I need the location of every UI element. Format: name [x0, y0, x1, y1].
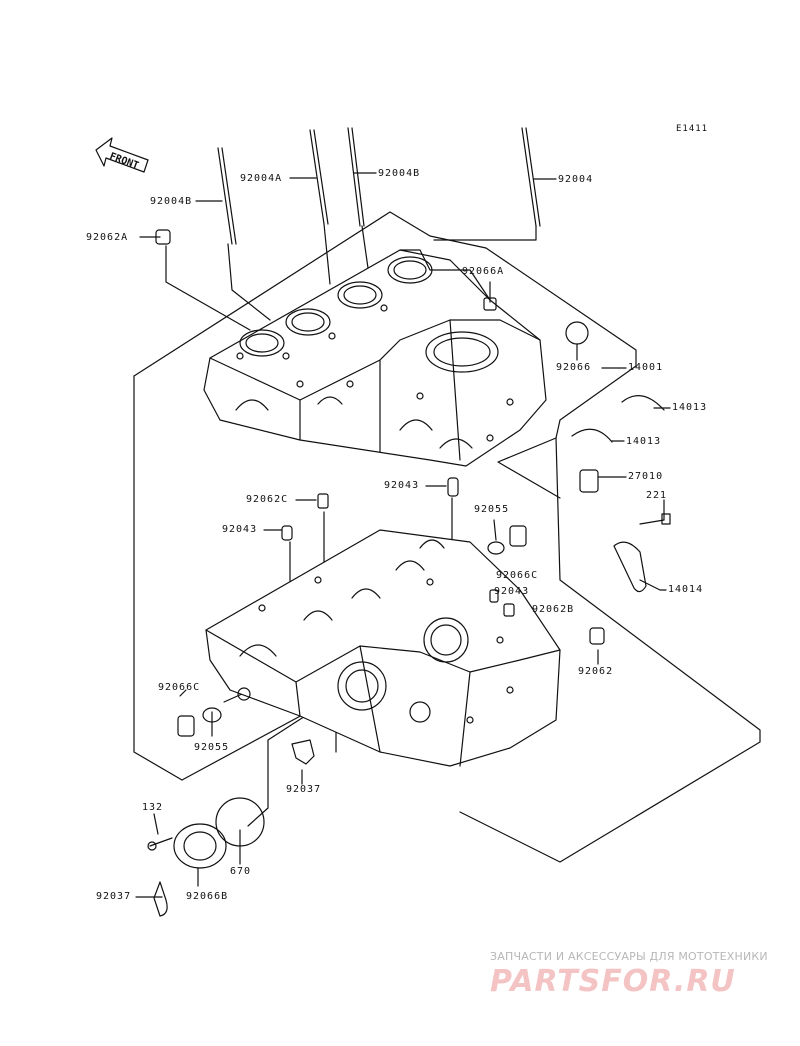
- label-92004: 92004: [558, 174, 594, 185]
- label-221: 221: [646, 490, 668, 501]
- label-92066: 92066: [556, 362, 592, 373]
- watermark-subtitle: ЗАПЧАСТИ И АКСЕССУАРЫ ДЛЯ МОТОТЕХНИКИ: [490, 950, 768, 963]
- label-132: 132: [142, 802, 164, 813]
- label-92066c-a: 92066C: [496, 570, 539, 581]
- watermark-logo: PARTSFOR.RU: [490, 964, 736, 999]
- upper-crankcase: [203, 249, 547, 467]
- label-92062b: 92062B: [532, 604, 575, 615]
- label-14001: 14001: [628, 362, 664, 373]
- label-14013-a: 14013: [672, 402, 708, 413]
- label-14013-b: 14013: [626, 436, 662, 447]
- label-92043-b: 92043: [222, 524, 258, 535]
- label-92037-b: 92037: [96, 891, 132, 902]
- label-27010: 27010: [628, 471, 664, 482]
- label-92066b: 92066B: [186, 891, 229, 902]
- label-92004b-left: 92004B: [150, 196, 193, 207]
- label-92066a: 92066A: [462, 266, 505, 277]
- label-92062c: 92062C: [246, 494, 289, 505]
- leader-lines: [135, 172, 671, 898]
- label-92055-a: 92055: [474, 504, 510, 515]
- upper-assembly-boundary: [133, 211, 761, 863]
- label-92004a: 92004A: [240, 173, 283, 184]
- stud-bolts: [217, 127, 541, 245]
- label-92055-b: 92055: [194, 742, 230, 753]
- label-92062: 92062: [578, 666, 614, 677]
- label-670: 670: [230, 866, 252, 877]
- small-parts: [147, 229, 671, 917]
- label-92066c-b: 92066C: [158, 682, 201, 693]
- label-92043-a: 92043: [384, 480, 420, 491]
- label-92004b-right: 92004B: [378, 168, 421, 179]
- label-14014: 14014: [668, 584, 704, 595]
- label-92037-a: 92037: [286, 784, 322, 795]
- front-arrow-icon: FRONT: [95, 137, 149, 173]
- label-92062a: 92062A: [86, 232, 129, 243]
- lower-crankcase: [205, 529, 561, 767]
- diagram-code: E1411: [676, 124, 709, 134]
- label-92043-c: 92043: [494, 586, 530, 597]
